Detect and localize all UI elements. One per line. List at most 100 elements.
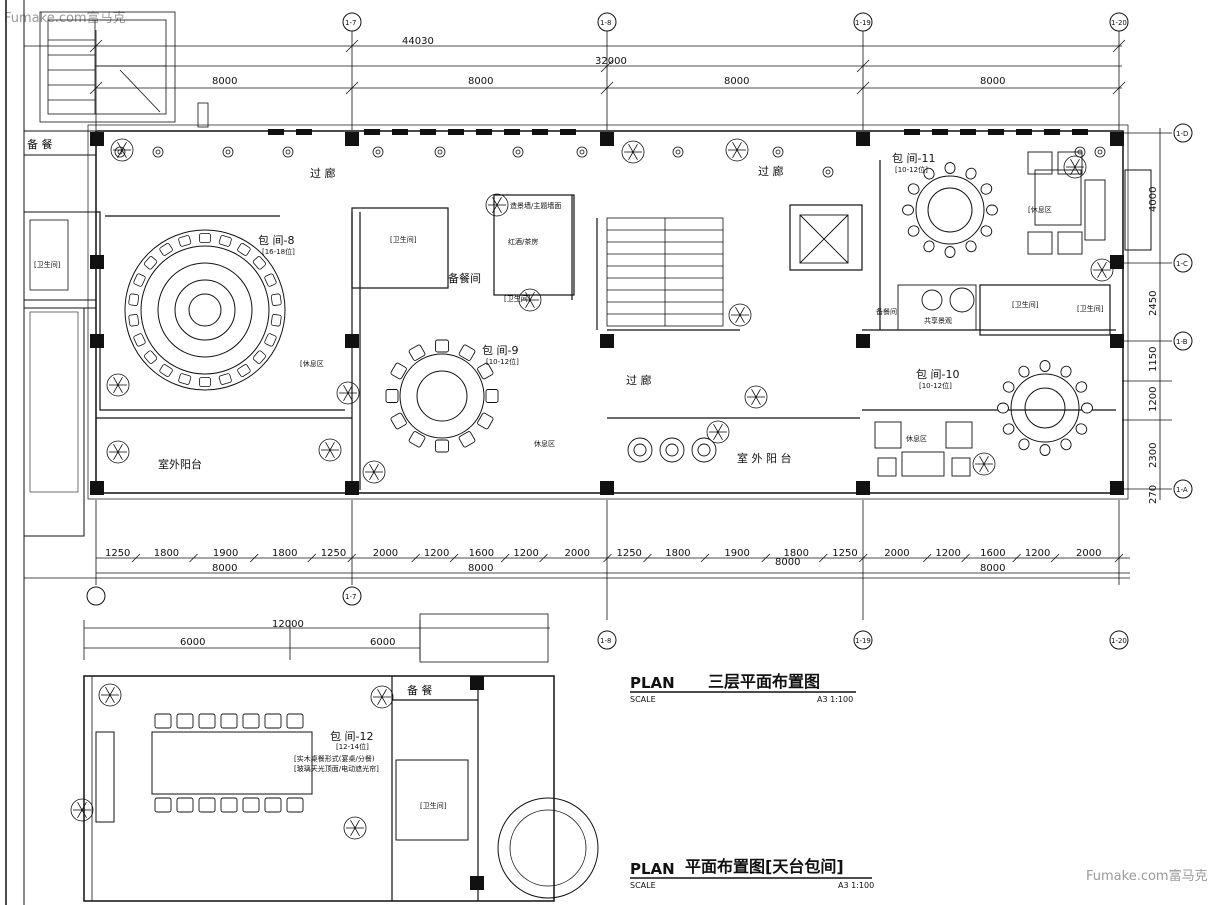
chair (1018, 438, 1030, 451)
chair (1060, 438, 1072, 451)
title-block-1: PLAN 三层平面布置图 SCALE A3 1:100 (630, 672, 856, 704)
chair (128, 314, 140, 327)
chair (923, 240, 935, 253)
label-tea-room: 红酒/茶房 (508, 237, 538, 246)
label-room-8: 包 间-8 (258, 234, 294, 247)
chair (980, 183, 993, 195)
dim-bottom-bay-3: 8000 (775, 557, 800, 568)
dim-right-270: 270 (1148, 485, 1159, 504)
chair (264, 273, 277, 287)
chair (154, 797, 172, 813)
plant-icon (370, 685, 394, 709)
axis-label-1-20-top: 1-20 (1111, 19, 1127, 27)
dim-bottom-sub: 1200 (1025, 548, 1050, 559)
chair (178, 235, 192, 247)
chair (390, 412, 407, 430)
label-restroom-d: [卫生间] (1077, 304, 1104, 313)
downlight-icon (222, 146, 234, 158)
dim-bay-1: 8000 (212, 76, 237, 87)
label-corridor-top-right: 过 廊 (758, 164, 784, 178)
title-block-2: PLAN 平面布置图[天台包间] SCALE A3 1:100 (630, 857, 874, 890)
label-room-12-note-2: [玻璃天光顶面/电动遮光帘] (294, 764, 379, 773)
chair (286, 713, 304, 729)
downlight-icon (434, 146, 446, 158)
chair (220, 797, 238, 813)
dim-bottom-sub: 1600 (469, 548, 494, 559)
dim-bottom-sub: 2000 (1076, 548, 1101, 559)
dim-bottom-bay-1: 8000 (212, 563, 237, 574)
terrace-right-planters (627, 437, 717, 463)
downlight-icon (576, 146, 588, 158)
downlight-icon (672, 146, 684, 158)
chair (159, 243, 173, 256)
title-1-scale: SCALE (630, 695, 656, 704)
plant-icon (98, 683, 122, 707)
dim-lower-half-1: 6000 (180, 637, 205, 648)
plant-icon (318, 438, 342, 462)
chair (270, 314, 282, 327)
chair (199, 233, 211, 243)
chair (458, 431, 476, 448)
downlight-icon (372, 146, 384, 158)
title-2-plan: PLAN (630, 860, 675, 878)
right-dimensions (1122, 128, 1172, 500)
chair (264, 797, 282, 813)
label-room-11: 包 间-11 (892, 152, 935, 165)
axis-label-1-19-top: 1-19 (855, 19, 871, 27)
label-pantry-mid: 备餐间 (448, 271, 481, 285)
downlight-icon (512, 146, 524, 158)
dim-bay-2: 8000 (468, 76, 493, 87)
axis-bubbles-right (1173, 123, 1193, 499)
chair (133, 333, 146, 347)
chair (144, 256, 158, 270)
chair (133, 273, 146, 287)
label-terrace-left: 室外阳台 (158, 457, 202, 471)
chair (385, 389, 399, 403)
chair (408, 344, 426, 361)
chair (902, 204, 914, 216)
chair (986, 204, 998, 216)
axis-bubbles-top (342, 12, 1129, 32)
label-lounge-10: 休息区 (906, 434, 927, 443)
chair (1002, 423, 1015, 435)
dim-bottom-sub: 1200 (424, 548, 449, 559)
dim-overall: 32000 (595, 56, 627, 67)
room-8-round-table (124, 229, 286, 391)
downlight-icon (772, 146, 784, 158)
dim-bottom-sub: 1800 (665, 548, 690, 559)
chair (220, 713, 238, 729)
downlight-icon (152, 146, 164, 158)
plant-icon (1063, 155, 1087, 179)
dim-bottom-sub: 1800 (154, 548, 179, 559)
dim-bottom-bay-4: 8000 (980, 563, 1005, 574)
chair (176, 713, 194, 729)
chair (264, 713, 282, 729)
plant-icon (744, 385, 768, 409)
chair (1075, 423, 1088, 435)
title-2-scale: SCALE (630, 881, 656, 890)
label-lounge-11: [休息区 (1028, 205, 1052, 214)
dim-bottom-sub: 1800 (272, 548, 297, 559)
dim-right-4000: 4000 (1148, 187, 1159, 212)
label-room-10-seats: [10-12位] (919, 381, 952, 390)
chair (485, 389, 499, 403)
dim-bottom-sub: 2000 (565, 548, 590, 559)
chair (944, 162, 956, 174)
downlight-icon (822, 166, 834, 178)
plant-icon (70, 798, 94, 822)
room-10-chairs (997, 360, 1093, 456)
downlight-icon (282, 146, 294, 158)
label-restroom-c: [卫生间] (1012, 300, 1039, 309)
plant-icon (1090, 258, 1114, 282)
dim-bottom-sub: 1200 (513, 548, 538, 559)
chair (218, 373, 232, 385)
label-room-12: 包 间-12 (330, 730, 373, 743)
chair (198, 713, 216, 729)
plant-icon (343, 816, 367, 840)
downlight-icon (1074, 146, 1086, 158)
room-8-chairs (128, 233, 282, 387)
dim-bottom-sub: 1250 (616, 548, 641, 559)
title-2-ratio: A3 1:100 (838, 881, 874, 890)
room-10-sofa-set (874, 421, 973, 477)
chair (435, 439, 449, 453)
